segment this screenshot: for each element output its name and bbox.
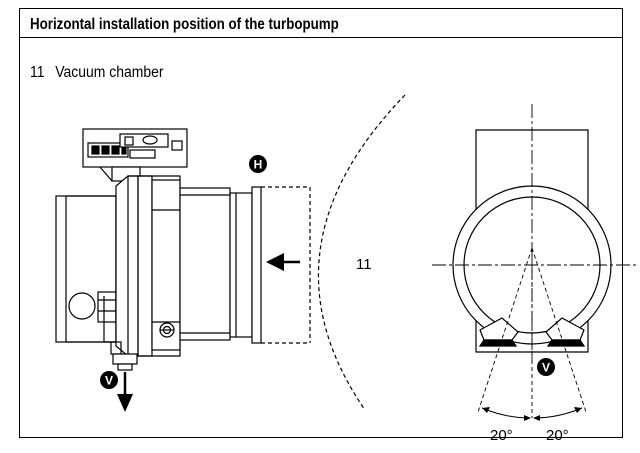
svg-text:V: V <box>105 374 113 388</box>
legend-number: 11 <box>30 64 45 81</box>
title-bar: Horizontal installation position of the … <box>20 9 622 38</box>
angle-label-left: 20° <box>490 427 513 444</box>
angle-label-right: 20° <box>546 427 569 444</box>
pump-body <box>115 175 262 357</box>
figure-frame <box>19 8 623 438</box>
vent-port <box>103 296 138 371</box>
motor-housing <box>55 195 117 343</box>
vent-arrow <box>117 372 133 412</box>
front-vent-ports <box>478 317 586 347</box>
svg-text:V: V <box>542 361 550 375</box>
legend-label: Vacuum chamber <box>55 64 164 81</box>
v-marker-left: V <box>100 371 118 389</box>
chamber-reference-number: 11 <box>356 256 372 273</box>
legend-item: 11 Vacuum chamber <box>30 64 163 82</box>
v-marker-right: V <box>537 358 555 376</box>
svg-text:H: H <box>254 158 263 172</box>
front-view <box>432 104 638 419</box>
flow-arrow <box>266 253 300 271</box>
figure-title: Horizontal installation position of the … <box>30 16 339 33</box>
electronics-box <box>82 128 188 168</box>
vacuum-chamber-outline <box>261 94 406 411</box>
h-marker: H <box>249 155 267 173</box>
